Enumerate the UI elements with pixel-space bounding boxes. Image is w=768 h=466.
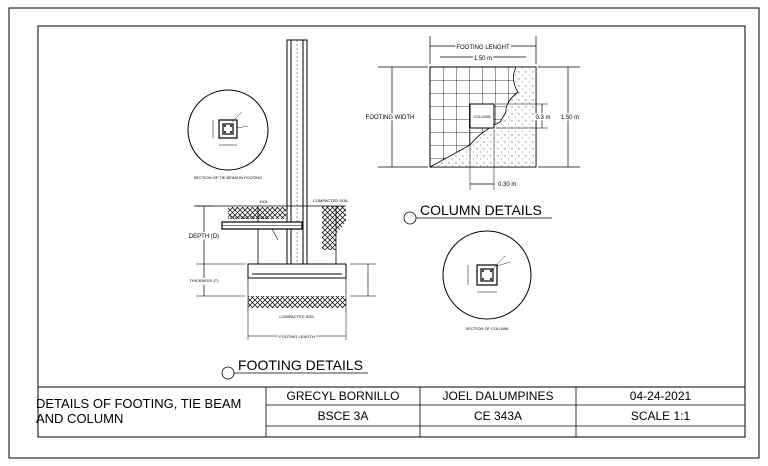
column-details-title: COLUMN DETAILS [420, 202, 542, 218]
subject-cell: CE 343A [473, 409, 523, 423]
thickness-label: THICKNESS (T) [189, 278, 219, 283]
column-size-vertical: 0.3 m [535, 115, 550, 121]
date-cell: 04-24-2021 [629, 389, 692, 403]
footing-width-label: FOOTING WIDTH [366, 115, 415, 121]
column-label: COLUMN [473, 114, 490, 119]
drawing-title: DETAILS OF FOOTING, TIE BEAM AND COLUMN [36, 396, 241, 426]
column-details-marker [403, 211, 417, 225]
checked-by-cell: JOEL DALUMPINES [442, 389, 554, 403]
compacted-soil-bottom: COMPACTED SOIL [279, 314, 315, 319]
depth-label: DEPTH (D) [189, 234, 219, 240]
column-square [469, 103, 495, 129]
compacted-soil-top: COMPACTED SOIL [313, 198, 349, 203]
course-cell: BSCE 3A [317, 409, 369, 423]
section-of-tie-beam: SECTION OF TIE BEAM IN FOOTING [187, 89, 269, 180]
scale-cell: SCALE 1:1 [630, 409, 691, 423]
footing-plan-view: COLUMN FOOTING LENGHT 1.50 m FOOTING WID… [364, 36, 581, 190]
outer-border [8, 7, 760, 459]
drawn-by-cell: GRECYL BORNILLO [286, 389, 400, 403]
section-column-caption: SECTION OF COLUMN [466, 326, 509, 331]
section-tie-beam-caption: SECTION OF TIE BEAM IN FOOTING [194, 175, 263, 180]
title-block-grid [38, 386, 745, 437]
column-size-horizontal: 0.30 m [498, 182, 516, 188]
footing-elevation: DEPTH (D) THICKNESS (T) FOOTING LENGTH N… [187, 39, 376, 341]
ngl-label: NGL [260, 199, 269, 204]
footing-tie-beam-label: FOOTING TIE BEAM [230, 215, 268, 220]
drawing-title-line2: AND COLUMN [36, 411, 124, 426]
footing-lenght-value: 1.50 m [474, 56, 492, 62]
footing-details-title: FOOTING DETAILS [238, 357, 363, 373]
section-of-column: SECTION OF COLUMN [442, 230, 532, 331]
inner-border [37, 25, 746, 438]
footing-width-value: 1.50 m [561, 115, 579, 121]
drawing-title-line1: DETAILS OF FOOTING, TIE BEAM [36, 396, 242, 411]
footing-lenght-label: FOOTING LENGHT [456, 45, 510, 51]
footing-length-dim: FOOTING LENGTH [279, 334, 315, 339]
footing-details-marker [221, 366, 235, 380]
